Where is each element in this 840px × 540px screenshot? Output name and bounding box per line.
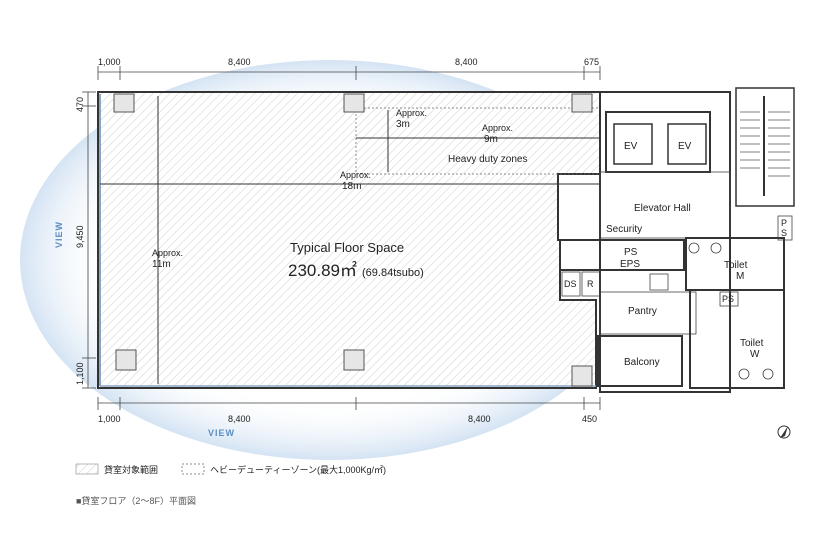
- approx-label-3m: Approx.: [396, 108, 427, 118]
- dim-top-3: 8,400: [455, 57, 478, 67]
- top-dimension-line: [97, 66, 601, 80]
- columns: [113, 93, 593, 387]
- legend-rental-swatch: [75, 463, 99, 475]
- dim-bottom-2: 8,400: [228, 414, 251, 424]
- toilet-m-label: Toilet: [724, 260, 748, 271]
- caption: ■貸室フロア（2〜8F）平面図: [76, 495, 196, 506]
- floor-area: 230.89㎡: [288, 261, 357, 280]
- pantry-label: Pantry: [628, 306, 657, 317]
- toilet-m-letter: M: [736, 271, 744, 282]
- view-label-bottom: VIEW: [208, 428, 235, 438]
- dim-left-2: 9,450: [75, 225, 85, 248]
- column: [571, 365, 593, 387]
- elevator-2: [667, 123, 707, 165]
- legend-rental-label: 貸室対象範囲: [104, 464, 158, 475]
- sink: [649, 273, 669, 291]
- approx-label-11m: Approx.: [152, 248, 183, 258]
- ps-small-label: PS: [722, 294, 734, 304]
- security-label: Security: [606, 224, 642, 235]
- ev-label-1: EV: [624, 141, 638, 152]
- ps-label: PS: [624, 247, 638, 258]
- dim-bottom-4: 450: [582, 414, 597, 424]
- dim-bottom-1: 1,000: [98, 414, 121, 424]
- column: [571, 93, 593, 113]
- dim-top-2: 8,400: [228, 57, 251, 67]
- measurement-arrows: [100, 96, 600, 384]
- legend-heavy-label: ヘビーデューティーゾーン(最大1,000Kg/㎡): [210, 464, 386, 475]
- dim-left-3: 1,100: [75, 362, 85, 385]
- dim-top-4: 675: [584, 57, 599, 67]
- balcony-label: Balcony: [624, 357, 660, 368]
- column: [113, 93, 135, 113]
- legend-heavy-swatch: [181, 463, 205, 475]
- bottom-dimension-line: [97, 397, 601, 410]
- north-arrow-icon: [777, 425, 791, 439]
- ev-label-2: EV: [678, 141, 692, 152]
- elevator-1: [613, 123, 653, 165]
- floor-area-tsubo: (69.84tsubo): [362, 267, 424, 279]
- measure-3m: 3m: [396, 119, 410, 130]
- view-label-left: VIEW: [54, 221, 64, 248]
- toilet-w-letter: W: [750, 349, 760, 360]
- stair-treads: [740, 111, 790, 177]
- approx-label-18m: Approx.: [340, 170, 371, 180]
- ps-top-label-s: S: [781, 228, 787, 238]
- measure-18m: 18m: [342, 181, 361, 192]
- r-label: R: [587, 279, 594, 289]
- dim-left-1: 470: [75, 97, 85, 112]
- eps-label: EPS: [620, 259, 640, 270]
- core: [559, 87, 795, 393]
- column: [343, 349, 365, 371]
- toilet-w-label: Toilet: [740, 338, 764, 349]
- floor-title: Typical Floor Space: [290, 240, 404, 255]
- column: [343, 93, 365, 113]
- ds-label: DS: [564, 279, 577, 289]
- approx-label-9m: Approx.: [482, 123, 513, 133]
- column: [115, 349, 137, 371]
- dim-top-1: 1,000: [98, 57, 121, 67]
- elevator-hall-label: Elevator Hall: [634, 203, 691, 214]
- ps-top-label-p: P: [781, 218, 787, 228]
- heavy-duty-label: Heavy duty zones: [448, 154, 528, 165]
- measure-11m: 11m: [152, 259, 171, 270]
- left-dimension-line: [82, 91, 96, 389]
- measure-9m: 9m: [484, 134, 498, 145]
- dim-bottom-3: 8,400: [468, 414, 491, 424]
